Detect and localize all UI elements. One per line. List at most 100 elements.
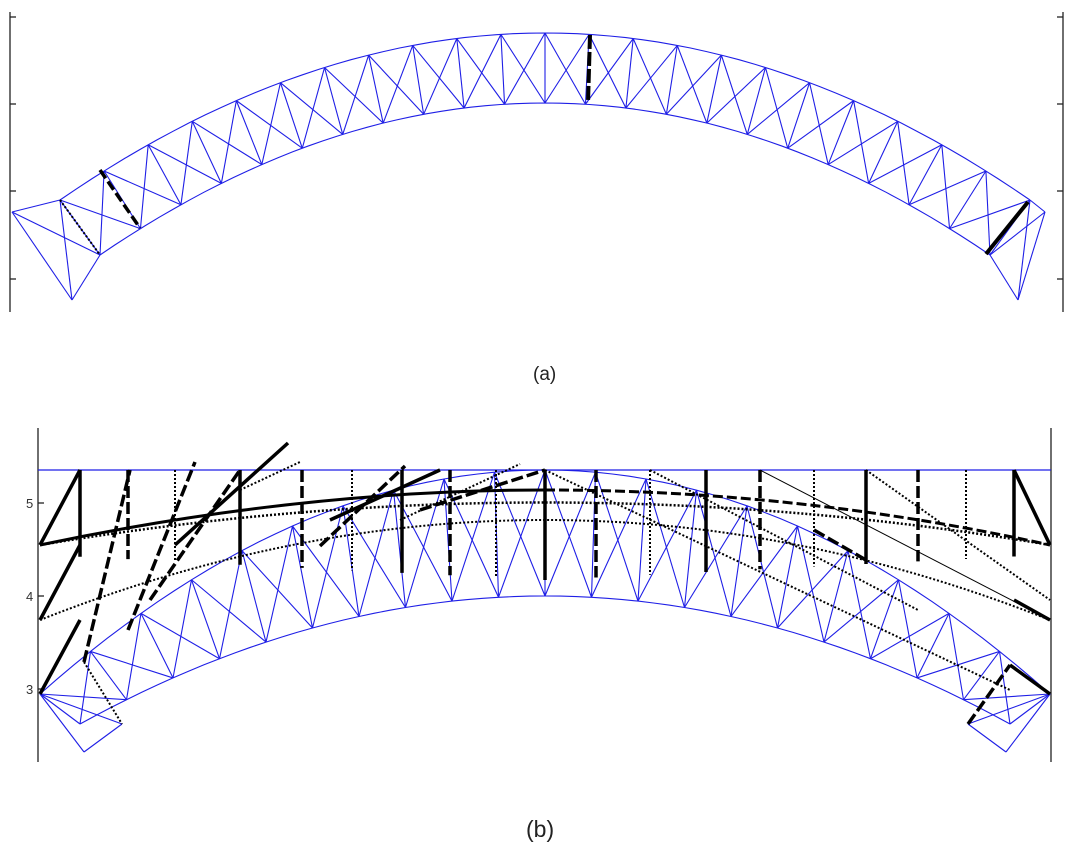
diagonal-member [236,100,303,149]
diagonal-member [870,612,950,660]
diagonal-member [191,120,263,166]
vertical-member [456,38,465,109]
vertical-member [190,579,221,659]
diagonal-member [147,144,222,184]
diagonal-member [125,613,142,700]
diagonal-member [787,100,854,149]
inclined-bar [1008,663,1052,696]
caption-b: (b) [526,816,555,842]
vertical-member [235,100,263,165]
left-support-member [11,211,101,256]
diagonal-member [423,38,458,115]
selected-member [98,169,142,229]
diagonal-member [796,525,825,643]
diagonal-member [139,144,149,229]
inclined-bar [126,461,197,631]
diagonal-member [311,505,344,629]
vertical-member [869,579,900,659]
diagonal-member [809,82,829,165]
compression-arch [544,488,1051,547]
diagonal-member [637,489,697,602]
diagonal-member [504,32,546,105]
left-support-member [83,723,123,753]
diagonal-member [941,144,951,229]
compression-arch [39,488,546,547]
diagonal-member [544,32,586,105]
vertical-member [140,613,174,679]
inclined-bar [544,469,1011,691]
diagonal-member [59,199,141,230]
left-support-member [39,693,85,753]
y-tick-label-4: 4 [26,589,33,604]
vertical-member [949,170,987,229]
diagonal-member [103,170,182,206]
diagonal-member [847,550,872,659]
diagonal-member [684,505,748,608]
diagonal-member [588,34,627,109]
diagonal-member [382,45,414,124]
diagonal-member [493,472,546,597]
inclined-bar [1012,469,1052,546]
left-support-member [11,199,61,213]
diagonal-member [79,651,92,725]
diagonal-member [456,38,505,105]
diagonal-member [261,82,281,165]
vertical-member [392,490,407,608]
vertical-member [291,525,314,629]
vertical-member [665,45,678,115]
inclined-bar [83,661,123,725]
vertical-member [412,45,425,115]
diagonal-member [676,45,708,124]
right-support-member [967,723,1007,753]
diagonal-member [594,472,639,602]
left-support-member [71,254,101,301]
diagonal-member [632,38,667,115]
diagonal-member [220,100,237,184]
diagonal-member [99,170,105,256]
diagonal-member [39,693,127,701]
inclined-bar [813,528,867,562]
diagonal-member [897,579,918,679]
diagonal-member [949,199,1031,230]
diagonal-member [720,54,748,135]
vertical-member [730,505,748,617]
panel-b: 5 4 3 [26,428,1052,762]
vertical-member [776,525,799,629]
vertical-member [706,54,722,124]
vertical-member [147,144,182,206]
panel-a-members [59,34,1030,256]
inclined-bar [38,544,82,621]
diagonal-member [180,121,193,205]
diagonal-member [827,120,899,166]
diagonal-member [897,121,910,205]
diagonal-member [451,472,496,602]
inclined-bar [759,469,1051,621]
left-support-member [59,199,73,301]
inclined-bar [38,619,82,695]
panel-a-axis [9,12,1064,312]
diagonal-member [500,34,546,104]
diagonal-member [191,579,267,643]
right-support-member [1017,199,1031,301]
right-support-member [989,211,1046,256]
vertical-member [39,693,81,725]
diagonal-member [908,170,987,206]
panel-b-members [38,441,1052,726]
vertical-member [368,54,384,124]
vertical-member [500,34,506,105]
diagonal-member [342,54,370,135]
vertical-member [908,144,943,206]
inclined-bar [1013,598,1051,622]
panel-a-truss [11,32,1046,301]
diagonal-member [265,525,294,643]
diagonal-member [463,34,502,109]
right-support-member [1017,211,1046,301]
diagonal-member [241,550,313,629]
inclined-bar [329,468,441,522]
diagonal-member [591,478,647,598]
right-support-member [1029,199,1046,213]
diagonal-member [412,45,465,109]
vertical-member [279,82,303,149]
diagonal-member [544,472,597,597]
